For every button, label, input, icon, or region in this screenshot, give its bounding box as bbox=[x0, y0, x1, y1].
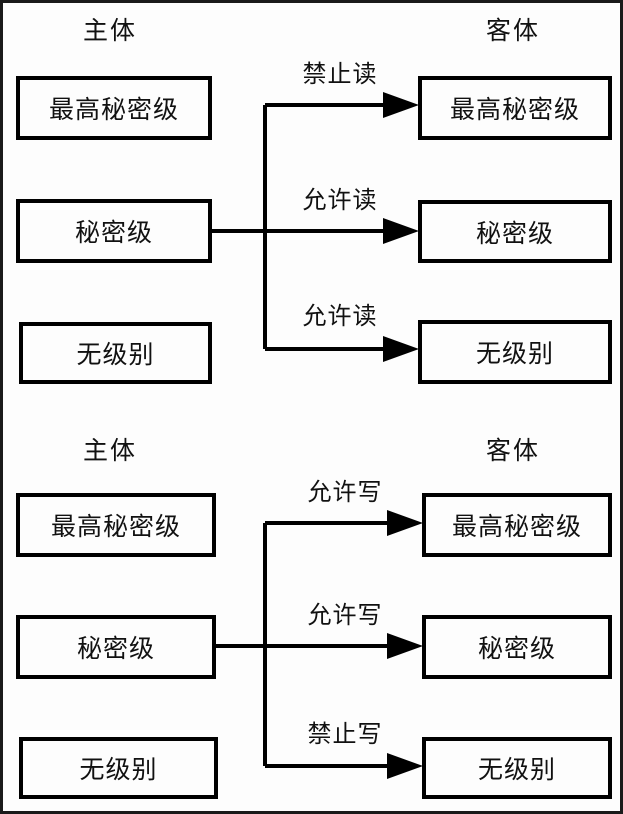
top-object-column-header: 客体 bbox=[485, 16, 540, 45]
top-arrowhead-3 bbox=[383, 336, 419, 362]
top-arrowhead-2 bbox=[383, 218, 419, 244]
bottom-arrowhead-2 bbox=[387, 633, 423, 659]
bottom-object-label-1: 最高秘密级 bbox=[451, 512, 582, 541]
top-object-box-2[interactable] bbox=[418, 200, 612, 263]
top-subject-box-3[interactable] bbox=[19, 322, 212, 384]
bottom-object-box-1[interactable] bbox=[422, 493, 612, 557]
bottom-edge-label-2: 允许写 bbox=[307, 601, 383, 629]
bottom-object-box-3[interactable] bbox=[422, 737, 612, 799]
top-subject-label-1: 最高秘密级 bbox=[48, 95, 179, 124]
top-subject-column-header: 主体 bbox=[82, 16, 137, 45]
top-object-label-2: 秘密级 bbox=[475, 218, 554, 248]
bottom-edge-label-3: 禁止写 bbox=[307, 720, 383, 748]
top-edge-label-3: 允许读 bbox=[302, 302, 378, 330]
bottom-subject-box-3[interactable] bbox=[19, 737, 218, 799]
bottom-subject-label-1: 最高秘密级 bbox=[50, 512, 181, 541]
bottom-edge-label-1: 允许写 bbox=[307, 478, 383, 506]
bottom-arrowhead-1 bbox=[387, 510, 423, 536]
top-subject-label-3: 无级别 bbox=[76, 340, 155, 369]
top-subject-box-2[interactable] bbox=[16, 199, 212, 263]
top-object-box-1[interactable] bbox=[418, 76, 612, 140]
top-object-label-1: 最高秘密级 bbox=[449, 95, 580, 124]
bottom-object-label-2: 秘密级 bbox=[477, 634, 556, 663]
bottom-subject-label-3: 无级别 bbox=[79, 755, 158, 784]
bottom-object-column-header: 客体 bbox=[485, 436, 540, 465]
bottom-arrowhead-3 bbox=[387, 753, 423, 779]
bottom-object-box-2[interactable] bbox=[422, 615, 612, 679]
top-object-box-3[interactable] bbox=[418, 320, 612, 384]
top-subject-box-1[interactable] bbox=[16, 76, 212, 140]
top-arrowhead-1 bbox=[383, 92, 419, 118]
top-edge-label-1: 禁止读 bbox=[302, 60, 378, 88]
bottom-subject-label-2: 秘密级 bbox=[76, 634, 155, 663]
top-object-label-3: 无级别 bbox=[475, 339, 554, 368]
bottom-object-label-3: 无级别 bbox=[477, 755, 556, 784]
bottom-subject-box-1[interactable] bbox=[16, 493, 216, 557]
top-edge-label-2: 允许读 bbox=[302, 186, 378, 214]
top-subject-label-2: 秘密级 bbox=[74, 218, 153, 247]
bottom-subject-column-header: 主体 bbox=[82, 436, 137, 465]
